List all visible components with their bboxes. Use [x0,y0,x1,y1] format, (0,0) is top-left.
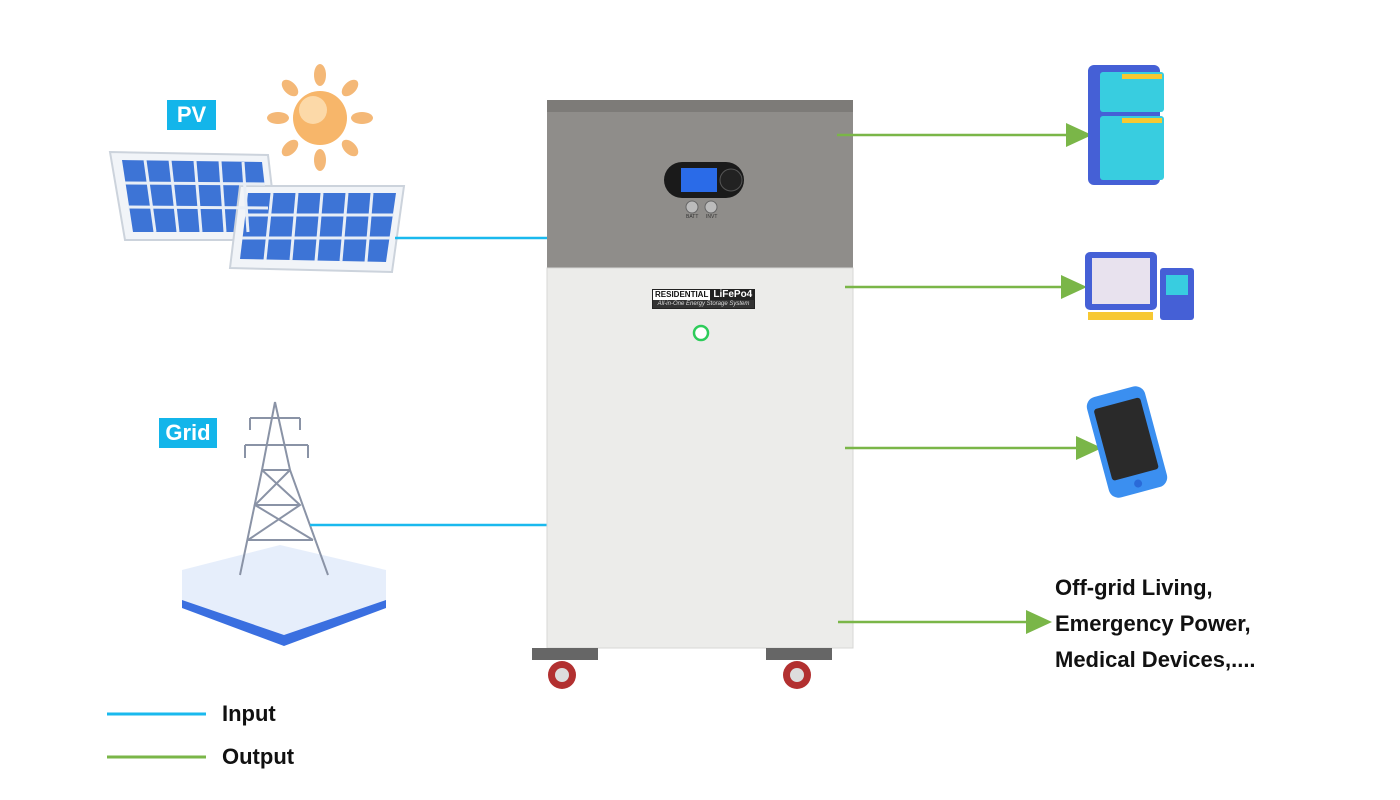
legend-input-label: Input [222,701,276,726]
applications-list: Off-grid Living, Emergency Power, Medica… [1055,570,1256,678]
invt-button-label: INVT [706,214,718,220]
wheel-icon [766,648,832,689]
application-item: Medical Devices,.... [1055,647,1256,672]
output-arrow-computer [845,275,1087,299]
power-indicator [692,324,710,342]
grid-tower-icon [182,401,386,646]
energy-storage-cabinet [532,100,854,689]
computer-icon [1085,252,1194,320]
application-item: Emergency Power, [1055,611,1251,636]
solar-panel-icon [108,150,406,274]
brand-subtitle: All-in-One Energy Storage System [653,300,754,308]
application-item: Off-grid Living, [1055,575,1213,600]
output-arrow-applications [838,610,1052,634]
lcd-display [681,168,717,192]
batt-button-label: BATT [686,214,699,220]
smartphone-icon [1086,386,1168,498]
legend-output-label: Output [222,744,295,769]
brand-right: LiFePo4 [710,290,754,300]
brand-left: RESIDENTIAL [653,290,711,300]
output-arrow-phone [845,436,1102,460]
sun-icon [267,64,373,171]
pv-label: PV [167,100,216,130]
grid-label: Grid [159,418,217,448]
output-arrow-fridge [837,123,1092,147]
refrigerator-icon [1088,65,1164,185]
wheel-icon [532,648,598,689]
